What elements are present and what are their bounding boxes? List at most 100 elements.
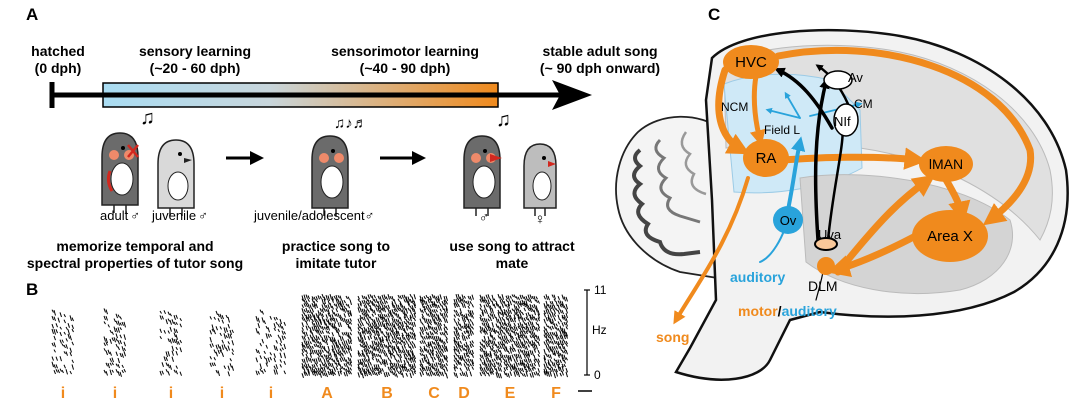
spectrogram-mark <box>225 314 228 319</box>
spectrogram-mark <box>409 314 412 319</box>
spectrogram-mark <box>507 350 510 355</box>
spectrogram-mark <box>175 365 178 369</box>
spectrogram-mark <box>105 362 108 367</box>
spectrogram-mark <box>55 356 58 361</box>
spectrogram-mark <box>305 316 308 322</box>
spectrogram-mark <box>427 372 430 377</box>
spectrogram-mark <box>383 316 386 322</box>
spectrogram-mark <box>323 298 326 304</box>
spectrogram-mark <box>463 325 466 330</box>
spectrogram-mark <box>319 352 322 358</box>
spectrogram-mark <box>439 332 442 336</box>
spectrogram-mark <box>513 347 516 352</box>
spectrogram-mark <box>413 300 416 307</box>
spectrogram-mark <box>57 369 60 374</box>
spectrogram-mark <box>173 338 176 344</box>
spectrogram-mark <box>489 371 492 375</box>
spectrogram-mark <box>229 333 232 339</box>
spectrogram-mark <box>501 340 504 346</box>
spectrogram-mark <box>329 368 332 375</box>
spectrogram-mark <box>331 348 334 353</box>
spectrogram-mark <box>307 298 310 302</box>
spectrogram-mark <box>545 370 548 377</box>
spectrogram-mark <box>537 335 540 341</box>
spectrogram-mark <box>359 331 362 337</box>
spectrogram-mark <box>435 335 438 342</box>
spectrogram-mark <box>487 318 490 322</box>
spectrogram-mark <box>433 295 436 300</box>
spectrogram-mark <box>395 363 398 369</box>
spectrogram-mark <box>419 295 422 302</box>
spectrogram-mark <box>371 302 374 307</box>
spectrogram-mark <box>359 300 362 305</box>
spectrogram-mark <box>405 313 408 319</box>
spectrogram-mark <box>419 372 422 377</box>
spectrogram-mark <box>559 304 562 308</box>
stage-arrow-2 <box>412 151 426 165</box>
spectrogram-mark <box>391 327 394 332</box>
spectrogram-mark <box>347 366 350 372</box>
spectrogram-mark <box>305 349 308 354</box>
spectrogram-mark <box>529 349 532 355</box>
spectrogram-mark <box>441 313 444 319</box>
spectrogram-mark <box>369 327 372 331</box>
spectrogram-mark <box>517 371 520 378</box>
spectrogram-mark <box>375 323 378 329</box>
spectrogram-mark <box>307 363 310 368</box>
spectrogram-mark <box>565 331 568 337</box>
spectrogram-mark <box>561 322 564 327</box>
spectrogram-mark <box>177 341 180 345</box>
spectrogram-mark <box>421 366 424 372</box>
spectrogram-mark <box>467 325 470 330</box>
spectrogram-mark <box>303 309 306 313</box>
spectrogram-mark <box>543 313 546 318</box>
spectrogram-mark <box>513 314 516 320</box>
spectrogram-mark <box>365 370 368 377</box>
spectrogram-mark <box>391 330 394 336</box>
spectrogram-mark <box>347 344 350 351</box>
spectrogram-mark <box>405 348 408 354</box>
spectrogram-mark <box>341 317 344 323</box>
spectrogram-mark <box>463 330 466 335</box>
spectrogram-mark <box>429 330 432 336</box>
uva-label: Uva <box>818 227 842 242</box>
spectrogram-mark <box>457 303 460 308</box>
spectrogram-mark <box>377 317 380 323</box>
spectrogram-mark <box>347 332 350 338</box>
spectrogram-mark <box>301 335 304 340</box>
spectrogram-mark <box>529 341 532 347</box>
spectrogram-mark <box>359 334 362 340</box>
spectrogram-mark <box>435 350 438 355</box>
spectrogram-mark <box>393 355 396 360</box>
spectrogram-mark <box>543 349 546 355</box>
spectrogram-mark <box>223 327 226 334</box>
spectrogram-mark <box>371 357 374 361</box>
spectrogram-mark <box>273 316 276 321</box>
spectrogram-mark <box>459 296 462 302</box>
spectrogram-mark <box>301 304 304 309</box>
spectrogram-mark <box>393 331 396 336</box>
spectrogram-mark <box>553 346 556 350</box>
spectrogram-mark <box>551 311 554 318</box>
spectrogram-mark <box>499 353 502 359</box>
spectrogram-mark <box>407 368 410 372</box>
spectrogram-mark <box>455 322 458 327</box>
spectrogram-mark <box>421 299 424 306</box>
spectrogram-mark <box>467 313 470 317</box>
spectrogram-mark <box>429 295 432 300</box>
spectrogram-mark <box>525 316 528 321</box>
spectrogram-mark <box>117 340 120 345</box>
spectrogram-mark <box>345 322 348 326</box>
spectrogram-mark <box>71 341 74 346</box>
spectrogram-mark <box>175 321 178 325</box>
spectrogram-mark <box>307 303 310 309</box>
spectrogram-mark <box>425 335 428 340</box>
spectrogram-mark <box>515 337 518 341</box>
spectrogram-mark <box>527 353 530 358</box>
spectrogram-mark <box>339 357 342 363</box>
spectrogram-mark <box>457 348 460 355</box>
spectrogram-mark <box>445 373 448 379</box>
spectrogram-mark <box>483 350 486 355</box>
spectrogram-mark <box>389 344 392 349</box>
spectrogram-mark <box>491 294 494 301</box>
